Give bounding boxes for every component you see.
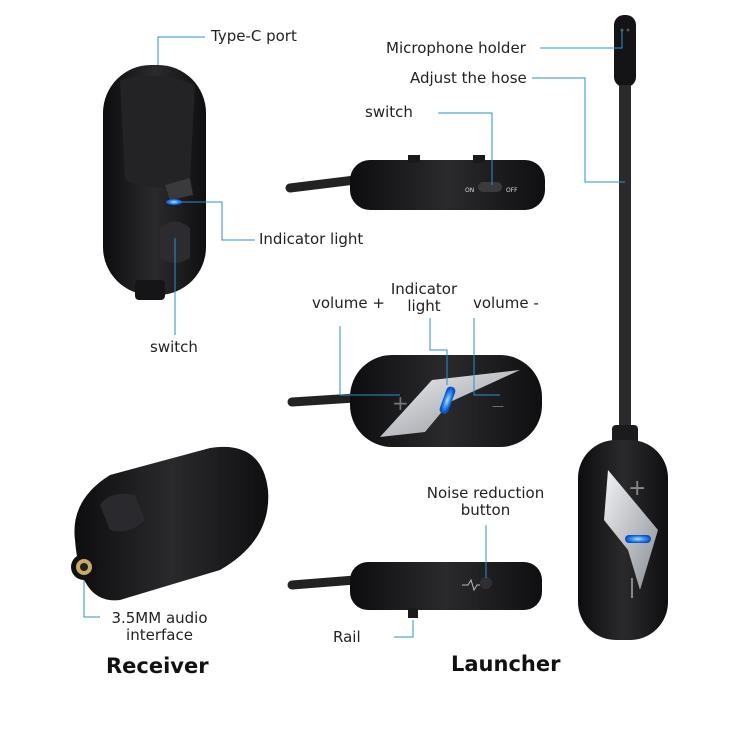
volume-minus-mark: — <box>492 399 504 413</box>
launcher-with-microphone: + <box>578 15 668 640</box>
label-type-c-port: Type-C port <box>211 27 297 45</box>
leader-type-c <box>157 36 205 65</box>
label-audio-interface: 3.5MM audio interface <box>102 609 217 645</box>
caption-launcher: Launcher <box>451 652 561 676</box>
label-indicator-line1: Indicator <box>390 280 458 298</box>
label-volume-plus: volume + <box>312 294 385 312</box>
on-mark: ON <box>465 187 474 194</box>
label-indicator-light-receiver: Indicator light <box>259 230 364 248</box>
label-volume-minus: volume - <box>473 294 539 312</box>
gooseneck-hose <box>619 85 631 445</box>
microphone-head <box>614 15 636 87</box>
leader-audio <box>83 580 100 618</box>
leader-indicator-receiver <box>180 201 255 241</box>
receiver-side-view <box>71 446 269 601</box>
launcher-top-view-noise <box>287 562 542 618</box>
launcher-side-indicator <box>625 535 651 543</box>
label-rail: Rail <box>333 628 361 646</box>
side-volume-plus-mark: + <box>628 476 646 501</box>
label-audio-line2: interface <box>126 626 193 645</box>
leader-hose <box>532 77 625 183</box>
leader-switch-launcher <box>438 112 493 185</box>
leader-mic-holder <box>540 30 623 49</box>
volume-plus-mark: + <box>392 391 409 415</box>
label-microphone-holder: Microphone holder <box>386 39 526 57</box>
launcher-switch-slider <box>478 182 502 192</box>
launcher-indicator-light <box>439 386 456 414</box>
label-switch-launcher: switch <box>365 103 413 121</box>
leader-volume-minus <box>473 318 500 396</box>
launcher-top-view-switch: ON OFF <box>285 155 545 210</box>
label-noise-reduction: Noise reduction button <box>418 484 553 520</box>
label-indicator-light-launcher: Indicator light <box>388 280 460 316</box>
leader-rail <box>394 620 414 638</box>
label-audio-line1: 3.5MM audio <box>111 609 208 627</box>
receiver-front-view <box>103 65 206 300</box>
label-noise-line2: button <box>460 501 511 520</box>
label-switch-receiver: switch <box>150 338 198 356</box>
off-mark: OFF <box>506 187 518 194</box>
label-indicator-line2: light <box>407 297 441 316</box>
label-adjust-hose: Adjust the hose <box>410 69 527 87</box>
receiver-indicator-light <box>166 199 182 205</box>
leader-volume-plus <box>339 326 400 396</box>
noise-reduction-button-icon <box>480 577 492 589</box>
launcher-top-view-volume: + — <box>287 355 542 447</box>
label-noise-line1: Noise reduction <box>426 484 545 502</box>
caption-receiver: Receiver <box>106 654 209 678</box>
leader-indicator-launcher <box>429 318 448 385</box>
